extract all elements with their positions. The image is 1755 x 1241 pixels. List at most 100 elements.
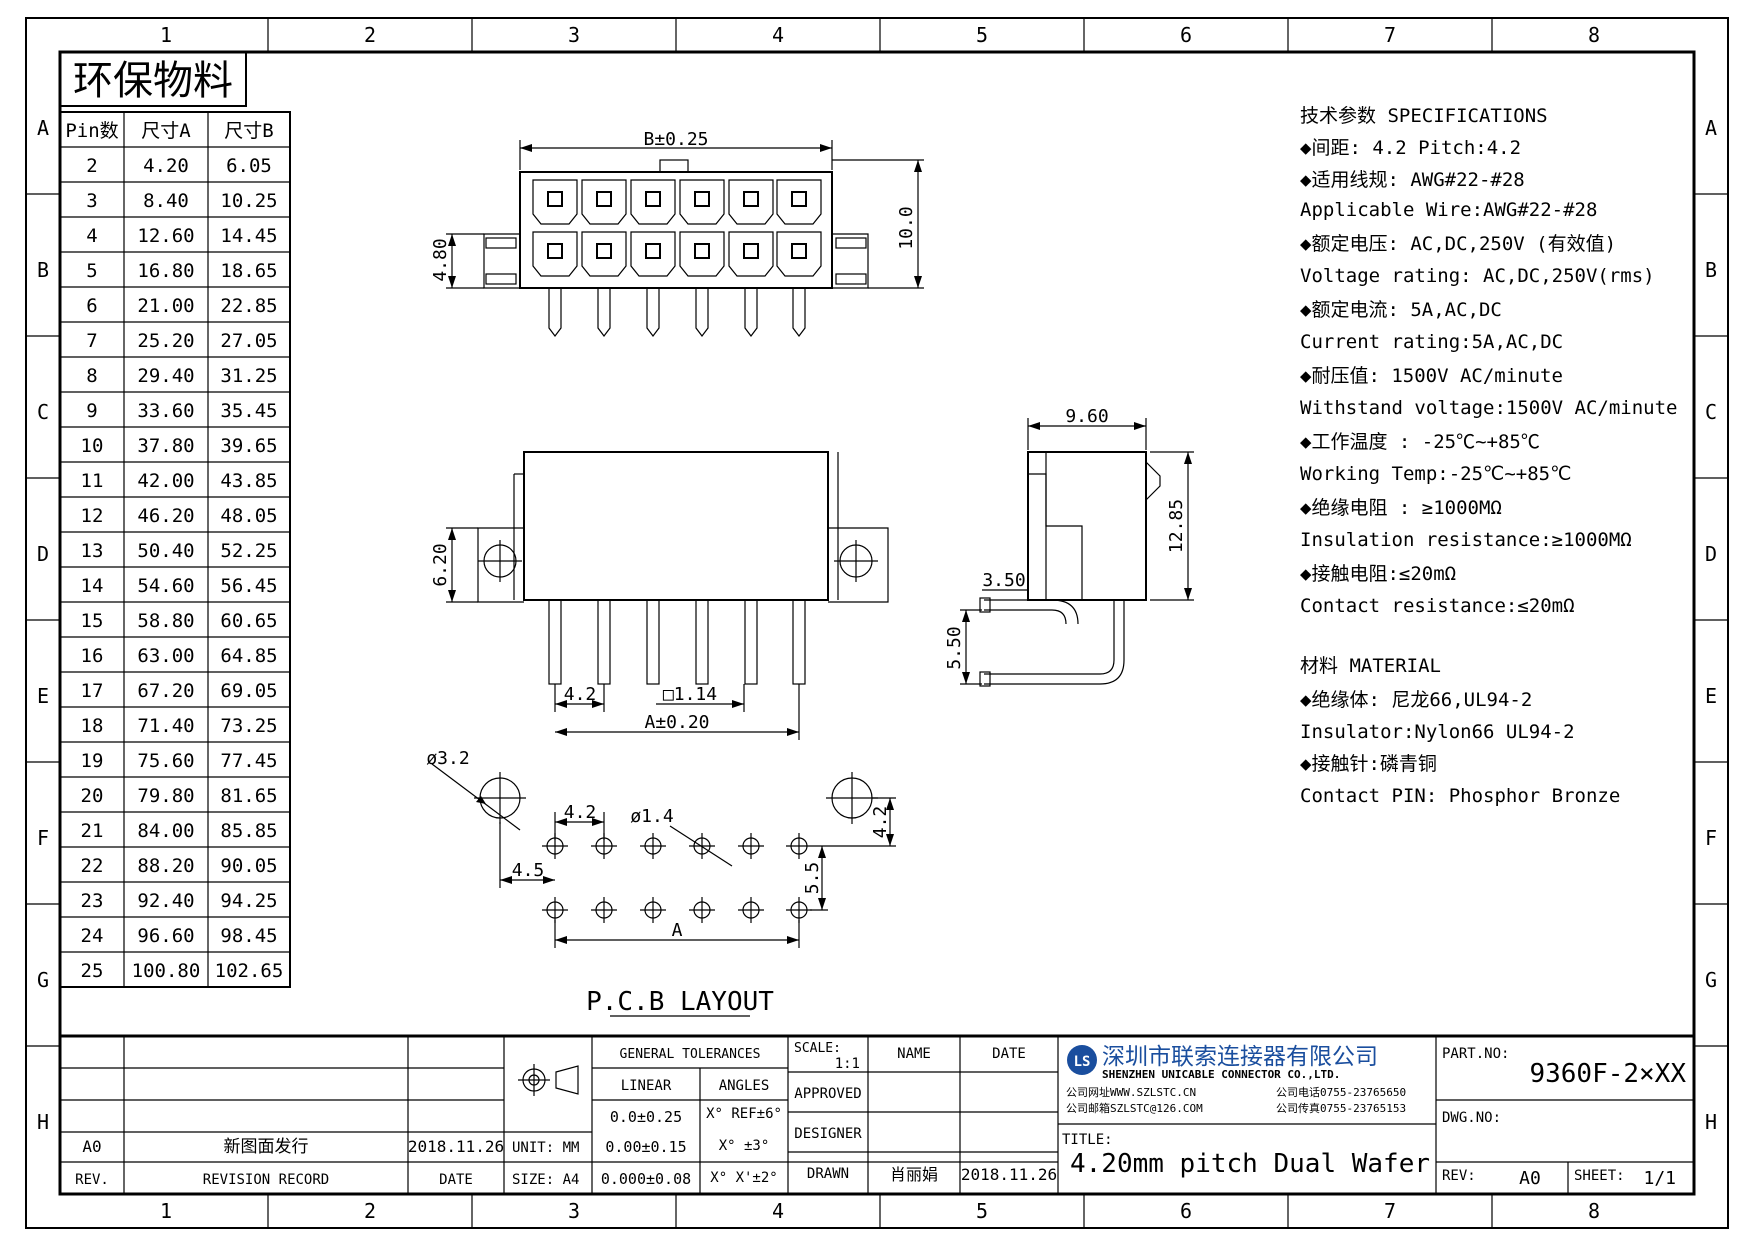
spec-line: 技术参数 SPECIFICATIONS [1300,105,1548,127]
pin-table-cell: 94.25 [220,890,277,912]
spec-line: ◆适用线规: AWG#22-#28 [1300,169,1525,191]
row-label: B [1705,258,1717,282]
tol-angle-2: X° ±3° [719,1138,770,1154]
spec-line: Working Temp:-25℃~+85℃ [1300,463,1571,485]
pin-table-cell: 5 [86,260,97,282]
column-label: 2 [364,1199,376,1223]
row-label: E [1705,684,1717,708]
top-pin [792,599,806,685]
pin-table-cell: 20 [81,785,104,807]
pin-table-cell: 84.00 [137,820,194,842]
pin-table-cell: 33.60 [137,400,194,422]
spec-line: ◆绝缘电阻 : ≥1000MΩ [1300,497,1502,519]
scale-value: 1:1 [835,1056,860,1072]
pin-table-cell: 23 [81,890,104,912]
terminal-square [694,191,710,207]
spec-line: ◆额定电压: AC,DC,250V (有效值) [1300,233,1616,255]
column-label: 5 [976,1199,988,1223]
dim-pitch: 4.2 [564,684,597,705]
eco-badge-box [59,51,247,107]
dim-pcb-4-2: 4.2 [870,806,891,839]
material-line: ◆绝缘体: 尼龙66,UL94-2 [1300,689,1532,711]
material-line: ◆接触针:磷青铜 [1300,753,1437,775]
dim-pcb-pitch: 4.2 [564,802,597,823]
pin-table-cell: 12 [81,505,104,527]
pin-table-cell: 63.00 [137,645,194,667]
scale-label: SCALE: [794,1041,841,1056]
dim-a: A±0.20 [644,712,709,733]
cavity [532,179,578,225]
pin-table-cell: 21.00 [137,295,194,317]
part-number: 9360F-2×XX [1529,1059,1686,1089]
tol-linear-3: 0.000±0.08 [601,1170,691,1188]
rev-label-2: REV: [1442,1168,1476,1184]
pin-table-cell: 54.60 [137,575,194,597]
terminal-square [645,191,661,207]
material: 材料 MATERIAL◆绝缘体: 尼龙66,UL94-2 Insulator:N… [1300,655,1620,807]
pin-table-cell: 6.05 [226,155,272,177]
terminal-square [743,243,759,259]
pin-table-cell: 67.20 [137,680,194,702]
pin-table-cell: 14 [81,575,104,597]
pin-table-cell: 9 [86,400,97,422]
pin-table-cell: 15 [81,610,104,632]
row-label: A [1705,116,1717,140]
title-block: A0 新图面发行 2018.11.26 REV. REVISION RECORD… [60,1034,1694,1194]
pin-table-cell: 6 [86,295,97,317]
company-email: 公司邮箱SZLSTC@126.COM [1066,1101,1203,1115]
pin-table-cell: 31.25 [220,365,277,387]
terminal-square [791,243,807,259]
pin-table-cell: 46.20 [137,505,194,527]
column-label: 5 [976,23,988,47]
rev-label: REV. [75,1172,109,1188]
pin-table-cell: 37.80 [137,435,194,457]
drawn-date: 2018.11.26 [961,1165,1057,1184]
top-pin [695,599,709,685]
top-pin [646,599,660,685]
pin-table-cell: 88.20 [137,855,194,877]
pin-table-cell: 25.20 [137,330,194,352]
company-fax: 公司传真0755-23765153 [1276,1101,1406,1115]
pin-table-cell: 22.85 [220,295,277,317]
revision-record-label: REVISION RECORD [203,1172,329,1188]
spec-line: Applicable Wire:AWG#22-#28 [1300,199,1597,221]
front-view: B±0.25 10.0 4.80 [430,129,924,337]
pin-table-cell: 77.45 [220,750,277,772]
dim-10: 10.0 [896,206,917,249]
pin-table-cell: 16.80 [137,260,194,282]
material-line: Contact PIN: Phosphor Bronze [1300,785,1620,807]
pin-table-cell: 25 [81,960,104,982]
designer-label: DESIGNER [794,1126,862,1142]
row-label: F [37,826,49,850]
approved-label: APPROVED [794,1086,861,1102]
specifications: 技术参数 SPECIFICATIONS◆间距: 4.2 Pitch:4.2◆适用… [1300,105,1678,617]
column-label: 1 [160,1199,172,1223]
pin-table-cell: 64.85 [220,645,277,667]
pin-table-cell: 8 [86,365,97,387]
date-label: DATE [439,1172,473,1188]
pin-table-cell: 43.85 [220,470,277,492]
front-pin [744,288,758,337]
top-view: 6.20 4.2 □1.14 A±0.20 [430,451,889,740]
tol-linear-1: 0.0±0.25 [610,1108,682,1126]
general-tolerances: GENERAL TOLERANCES [620,1047,761,1062]
row-label: G [37,968,49,992]
pin-table-cell: 102.65 [215,960,284,982]
pin-table-cell: 39.65 [220,435,277,457]
pin-table-cell: 8.40 [143,190,189,212]
cavity [728,179,774,225]
dwg-no-label: DWG.NO: [1442,1110,1501,1126]
front-pin [548,288,562,337]
pin-table-cell: 22 [81,855,104,877]
pin-table-header: 尺寸B [224,120,273,142]
terminal-square [743,191,759,207]
pin-table-cell: 100.80 [132,960,201,982]
pin-table-cell: 48.05 [220,505,277,527]
column-label: 7 [1384,1199,1396,1223]
front-pin [695,288,709,337]
spec-line: ◆接触电阻:≤20mΩ [1300,563,1456,585]
dim-pcb-offset: 4.5 [512,860,545,881]
pin-table-cell: 18.65 [220,260,277,282]
